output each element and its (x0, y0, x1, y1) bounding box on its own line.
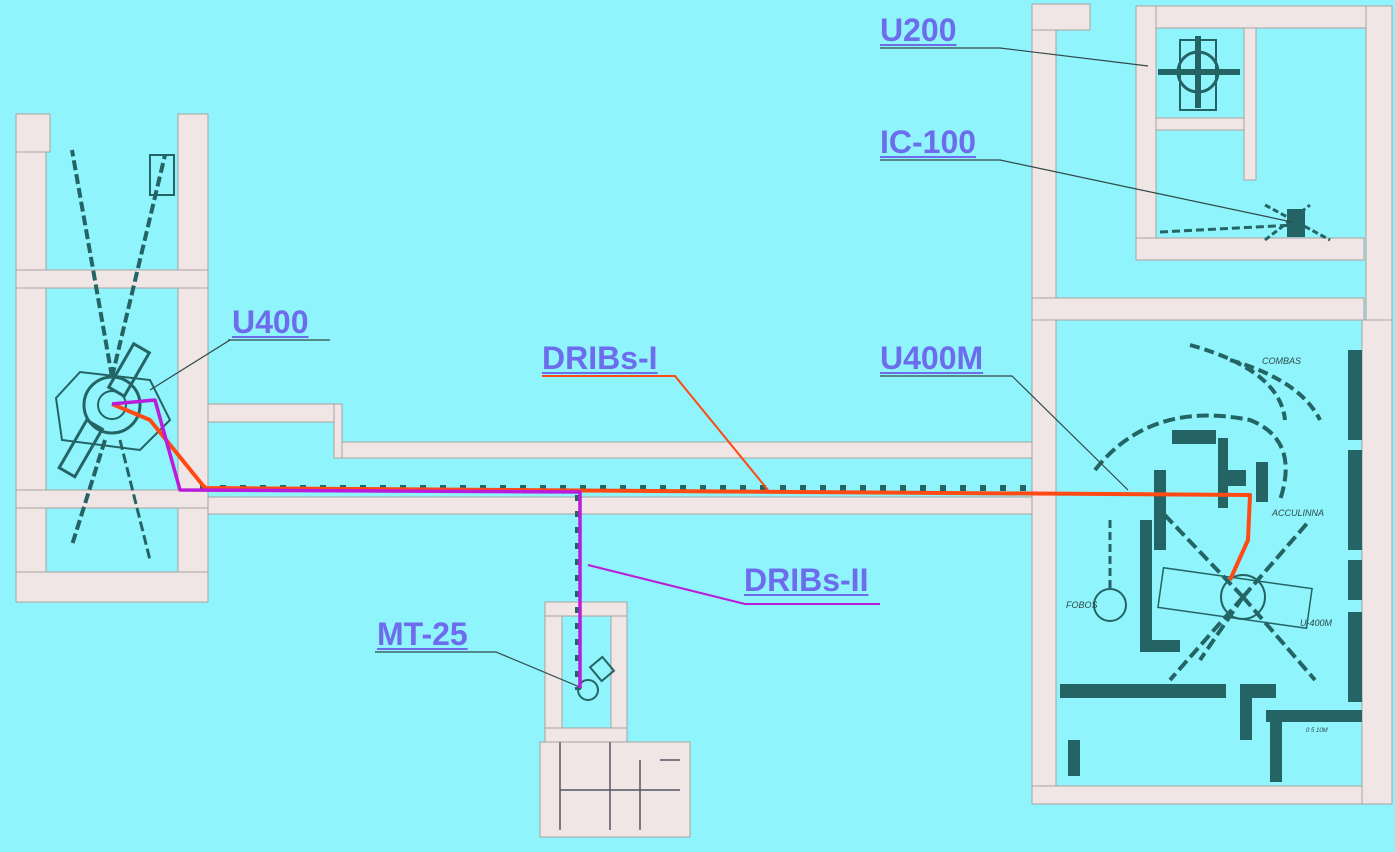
label-fobos: FOBOS (1066, 600, 1098, 610)
u400m-leader (880, 375, 1129, 491)
dribs2-leader (587, 564, 880, 605)
label-scale: 0 5 10M (1306, 728, 1328, 734)
mt25-annex-rooms (559, 742, 680, 830)
label-combas: COMBAS (1262, 356, 1302, 366)
ic100-cyclotron (1287, 209, 1305, 237)
label-acculinna: ACCULINNA (1272, 508, 1325, 518)
u200-building-wall-right (1365, 5, 1393, 327)
east-hall-wall-outer-left (1031, 3, 1057, 805)
u400-cyclotron-core (97, 390, 127, 420)
label-u400m: U400M (880, 340, 984, 376)
mt25-aux (588, 655, 616, 683)
u400-hall-divider-1 (15, 269, 209, 289)
u400m-magnet (1157, 566, 1313, 630)
u400-beamline-south-a (70, 439, 107, 546)
u400-beamline-arm-2 (57, 418, 105, 479)
beam-paths (111, 375, 1252, 688)
shielding-blocks (1060, 350, 1362, 782)
u400-hall-wall-top-left (15, 113, 51, 153)
u400-beamline-north-b (110, 154, 167, 378)
mt25-leader (375, 651, 583, 689)
u400-equipment-box (149, 154, 175, 196)
label-u400: U400 (232, 304, 309, 340)
u400-hall-wall-left (15, 113, 47, 603)
label-dribs2: DRIBs-II (744, 562, 869, 598)
combas-beamline (1189, 343, 1322, 421)
equipment (54, 36, 1362, 830)
u200-yoke (1179, 39, 1217, 111)
east-hall-wall-bottom (1031, 785, 1373, 805)
mt25-wall-left (544, 601, 563, 743)
ic100-beamline (1159, 223, 1296, 234)
label-mt25: MT-25 (377, 616, 468, 652)
label-dribs1: DRIBs-I (542, 340, 658, 376)
u200-arms (1158, 36, 1240, 108)
u200-building-wall-top (1135, 5, 1381, 29)
east-hall-wall-right-lower (1361, 319, 1393, 805)
mt25-wall-top (544, 601, 628, 617)
u200-room-divider-v (1243, 27, 1257, 181)
u400-beamline-arm-1 (106, 341, 152, 399)
acculinna-ring (1093, 413, 1288, 501)
u400-beamline-north-a (70, 149, 114, 378)
mt25-microtron (577, 679, 599, 701)
label-u200: U200 (880, 12, 957, 48)
walls (15, 3, 1393, 838)
u200-building-wall-left (1135, 5, 1157, 261)
ic100-arms (1264, 203, 1331, 242)
u400-leader (149, 339, 330, 391)
label-u400m-plan: U-400M (1300, 618, 1333, 628)
u400-beamline-south-b (118, 439, 152, 561)
u200-building-wall-bottom (1135, 237, 1365, 261)
fobos-chamber (1093, 588, 1127, 622)
label-ic100: IC-100 (880, 124, 977, 160)
corridor-upper-wall (337, 441, 1039, 459)
u200-room-divider (1155, 117, 1257, 131)
mt25-wall-mid (544, 727, 628, 743)
u400-magnet-yoke (54, 370, 172, 452)
east-hall-mid-wall (1031, 297, 1365, 321)
u400-hall-wall-bottom (15, 571, 209, 603)
u400-hall-wall-right (177, 113, 209, 603)
corridor-step-connector (333, 403, 343, 459)
corridor-upper-step (207, 403, 339, 423)
ic100-leader (880, 159, 1293, 223)
east-hall-wall-top-stub (1031, 3, 1091, 31)
u400-hall-divider-2 (15, 489, 209, 509)
dribs1-beam (111, 402, 1252, 581)
dribs1-leader (542, 375, 769, 491)
dribs2-beam (111, 398, 582, 688)
leader-lines (149, 47, 1293, 689)
corridor-lower-wall (207, 496, 1039, 515)
u200-leader (880, 47, 1149, 67)
u400m-beamline-arms (1158, 508, 1317, 682)
